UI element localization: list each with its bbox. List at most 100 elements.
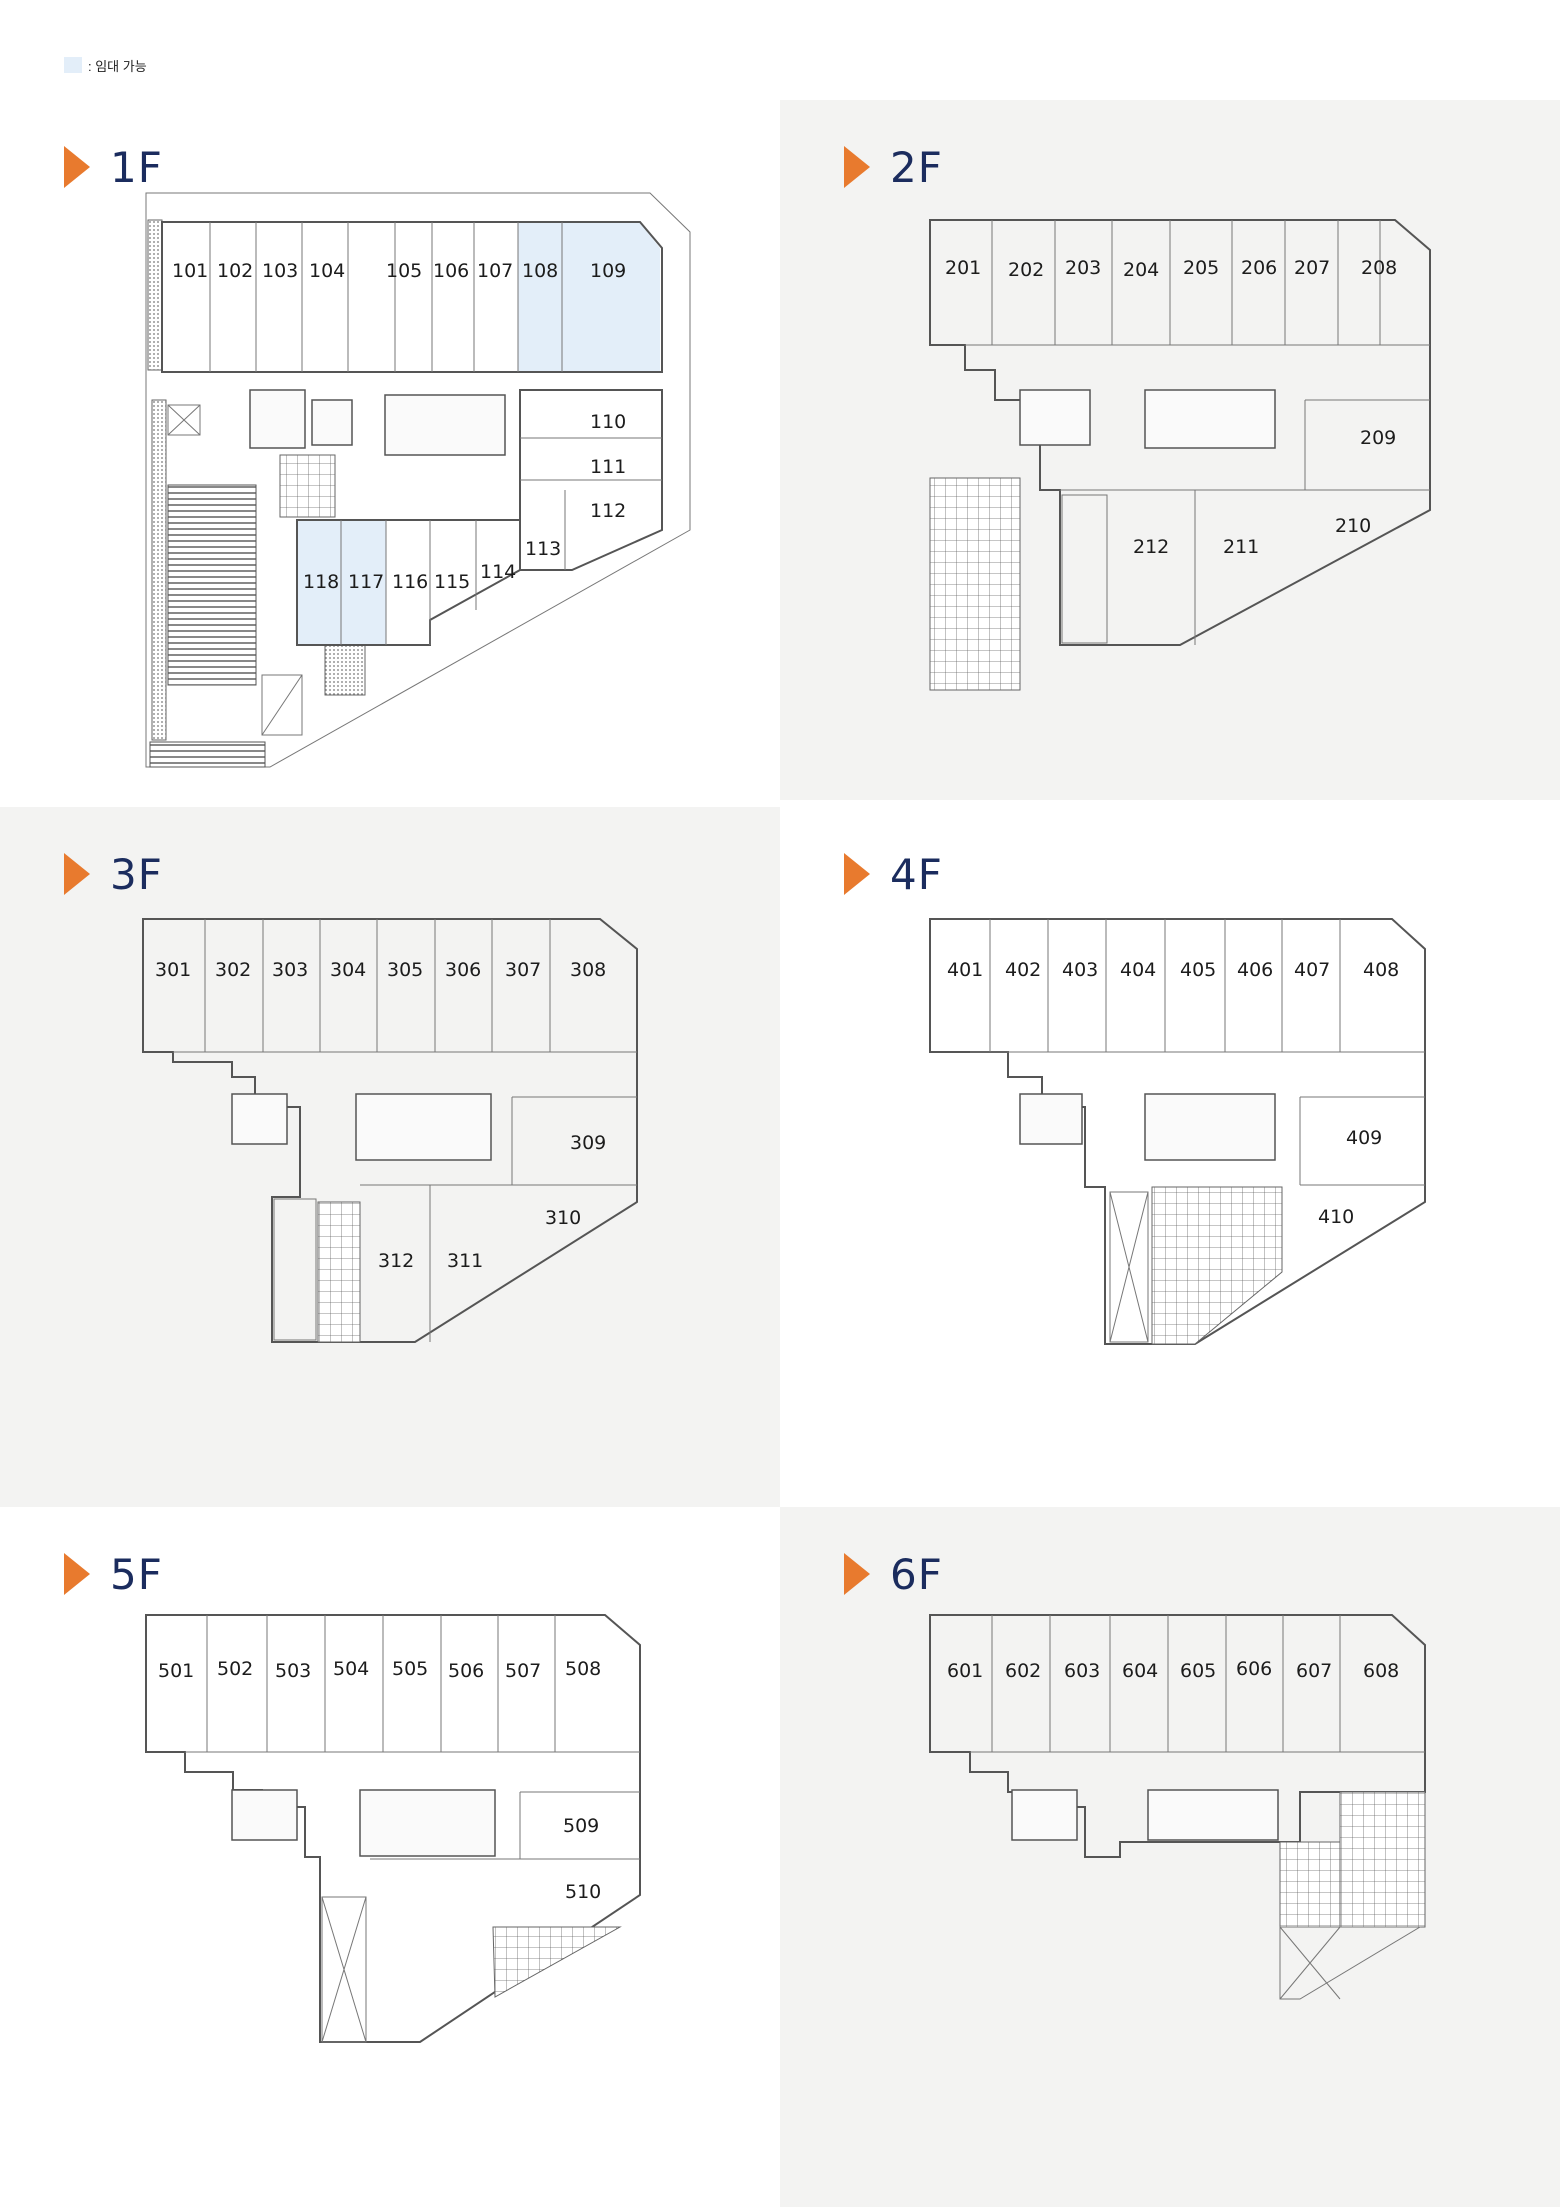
floor-panel-1f: 1F 101 102 1 <box>0 100 780 800</box>
arrow-icon <box>844 853 870 895</box>
stair-core <box>1019 1093 1083 1145</box>
unit-label: 116 <box>392 571 428 593</box>
unit-label: 409 <box>1346 1127 1382 1149</box>
elevator-core <box>311 399 353 446</box>
void-box <box>1109 1191 1149 1343</box>
unit-label: 505 <box>392 1658 428 1680</box>
unit-label: 107 <box>477 260 513 282</box>
unit-label: 407 <box>1294 959 1330 981</box>
roof-deck-tile <box>1279 1841 1341 1928</box>
floor-title: 4F <box>890 849 943 899</box>
unit-label: 405 <box>1180 959 1216 981</box>
unit-label: 503 <box>275 1660 311 1682</box>
floor-panel-2f: 2F 201 202 203 204 205 206 207 208 209 2… <box>780 100 1560 800</box>
roof-deck-tile <box>1339 1791 1426 1928</box>
restroom-core <box>359 1789 496 1857</box>
unit-label: 312 <box>378 1250 414 1272</box>
unit-label: 507 <box>505 1660 541 1682</box>
stair-core <box>231 1789 298 1841</box>
unit-label: 311 <box>447 1250 483 1272</box>
floor-panel-5f: 5F 501 502 503 504 505 506 507 508 509 5… <box>0 1507 780 2207</box>
unit-label: 210 <box>1335 515 1371 537</box>
unit-label: 204 <box>1123 259 1159 281</box>
unit-label: 209 <box>1360 427 1396 449</box>
unit-label: 118 <box>303 571 339 593</box>
unit-label: 408 <box>1363 959 1399 981</box>
void-box <box>1279 1926 1422 2000</box>
unit-label: 402 <box>1005 959 1041 981</box>
unit-label: 508 <box>565 1658 601 1680</box>
unit-label: 104 <box>309 260 345 282</box>
unit-label: 109 <box>590 260 626 282</box>
entrance-stairs <box>149 741 266 768</box>
floor-panel-4f: 4F 401 402 403 404 405 406 407 408 409 4… <box>780 807 1560 1507</box>
arrow-icon <box>64 1553 90 1595</box>
terrace-tile <box>317 1201 361 1343</box>
stair-core <box>249 389 306 449</box>
unit-label: 604 <box>1122 1660 1158 1682</box>
restroom-core <box>1147 1789 1279 1841</box>
unit-label: 113 <box>525 538 561 560</box>
unit-label: 306 <box>445 959 481 981</box>
unit-label: 309 <box>570 1132 606 1154</box>
unit-label: 112 <box>590 500 626 522</box>
unit-area-118 <box>297 520 341 644</box>
floor-title: 5F <box>110 1549 163 1599</box>
parking-ramp <box>167 484 257 686</box>
unit-label: 117 <box>348 571 384 593</box>
restroom-core <box>355 1093 492 1161</box>
stair-core <box>231 1093 288 1145</box>
elevator-box <box>167 404 201 436</box>
arrow-icon <box>844 146 870 188</box>
unit-label: 606 <box>1236 1658 1272 1680</box>
lobby-tile <box>279 454 336 518</box>
stair-core <box>1011 1789 1078 1841</box>
floor-title: 2F <box>890 142 943 192</box>
arrow-icon <box>844 1553 870 1595</box>
unit-label: 208 <box>1361 257 1397 279</box>
floor-plan-5f: 501 502 503 504 505 506 507 508 509 510 <box>145 1614 641 2043</box>
unit-label: 605 <box>1180 1660 1216 1682</box>
unit-label: 106 <box>433 260 469 282</box>
floor-panel-3f: 3F 301 302 303 304 305 306 307 308 309 3… <box>0 807 780 1507</box>
unit-label: 308 <box>570 959 606 981</box>
unit-label: 410 <box>1318 1206 1354 1228</box>
unit-label: 310 <box>545 1207 581 1229</box>
floor-panel-6f: 6F 601 602 603 604 605 606 607 608 <box>780 1507 1560 2207</box>
legend: : 임대 가능 <box>64 56 147 74</box>
unit-label: 303 <box>272 959 308 981</box>
unit-label: 607 <box>1296 1660 1332 1682</box>
unit-label: 201 <box>945 257 981 279</box>
unit-label: 115 <box>434 571 470 593</box>
planter-strip <box>151 399 167 741</box>
restroom-core <box>1144 1093 1276 1161</box>
unit-label: 105 <box>386 260 422 282</box>
unit-label: 502 <box>217 1658 253 1680</box>
arrow-icon <box>64 853 90 895</box>
floor-header: 6F <box>844 1547 943 1601</box>
unit-area-117 <box>341 520 386 644</box>
unit-label: 114 <box>480 561 516 583</box>
restroom-core <box>1144 389 1276 449</box>
unit-label: 301 <box>155 959 191 981</box>
unit-label: 406 <box>1237 959 1273 981</box>
roof-grid <box>929 477 1021 691</box>
legend-swatch <box>64 57 82 73</box>
floor-plan-2f: 201 202 203 204 205 206 207 208 209 210 … <box>929 219 1431 691</box>
unit-label: 603 <box>1064 1660 1100 1682</box>
floor-plan-1f: 101 102 103 104 105 106 107 108 109 110 … <box>145 192 691 768</box>
unit-label: 602 <box>1005 1660 1041 1682</box>
unit-label: 202 <box>1008 259 1044 281</box>
floor-header: 5F <box>64 1547 163 1601</box>
planter-strip <box>324 644 366 696</box>
unit-label: 509 <box>563 1815 599 1837</box>
unit-label: 404 <box>1120 959 1156 981</box>
site-boundary <box>145 192 691 768</box>
unit-label: 101 <box>172 260 208 282</box>
unit-area-109 <box>562 223 660 371</box>
unit-label: 203 <box>1065 257 1101 279</box>
planter-strip <box>147 219 163 371</box>
unit-label: 608 <box>1363 1660 1399 1682</box>
arrow-icon <box>64 146 90 188</box>
unit-label: 108 <box>522 260 558 282</box>
